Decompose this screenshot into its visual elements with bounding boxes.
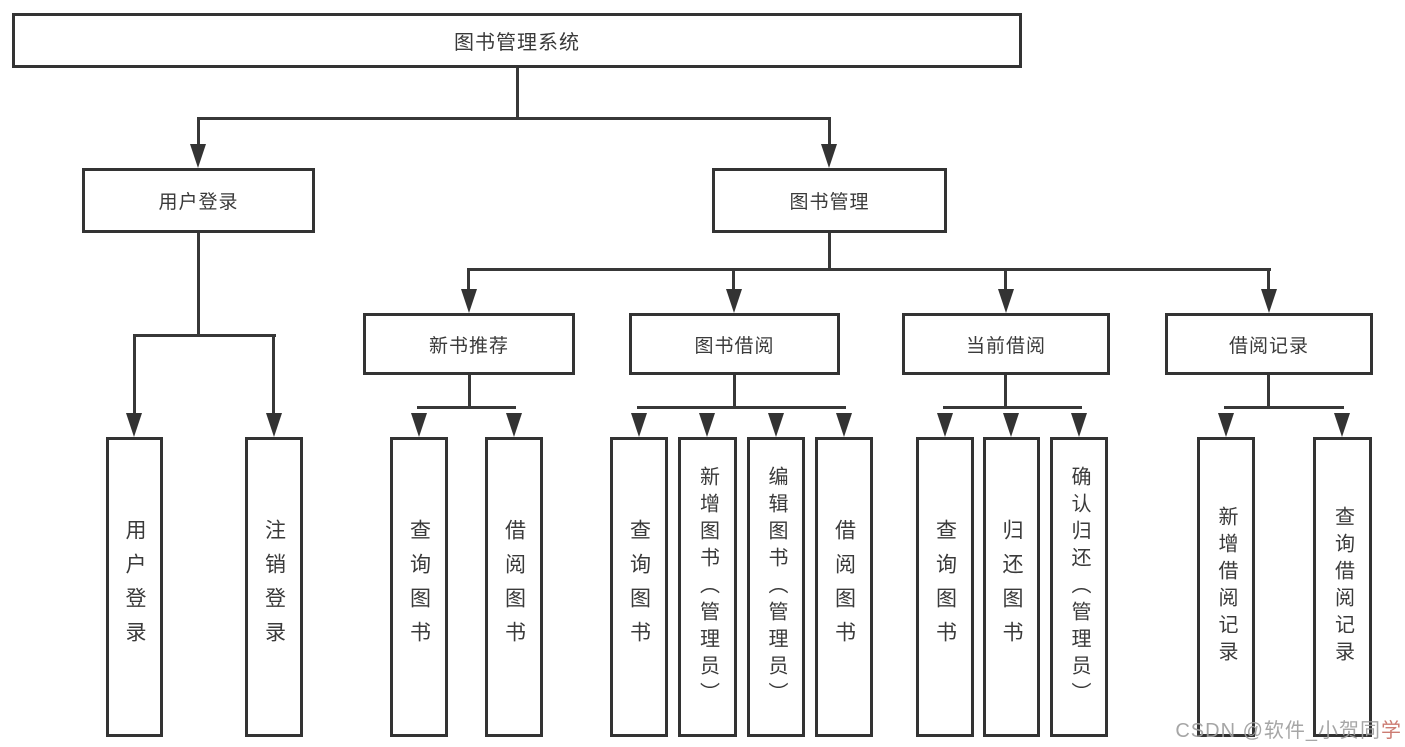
connector-line <box>468 375 471 409</box>
node-label: 用户登录 <box>123 519 146 655</box>
connector-line <box>732 268 735 292</box>
connector-line <box>417 406 516 409</box>
node-label: 借阅图书 <box>502 519 526 655</box>
node-logout-action: 注销登录 <box>245 437 303 737</box>
node-label: 归还图书 <box>1000 519 1023 655</box>
arrow-down-icon <box>1003 413 1019 437</box>
arrow-down-icon <box>726 289 742 313</box>
connector-line <box>467 268 470 292</box>
node-edit-books-admin: 编辑图书（管理员） <box>747 437 805 737</box>
connector-line <box>133 334 276 337</box>
arrow-down-icon <box>411 413 427 437</box>
arrow-down-icon <box>1261 289 1277 313</box>
node-label: 图书管理系统 <box>454 32 580 54</box>
node-label: 新书推荐 <box>428 335 509 357</box>
connector-line <box>1267 268 1270 292</box>
node-label: 新增借阅记录 <box>1215 506 1237 668</box>
connector-line <box>1004 375 1007 409</box>
node-search-books-borrow: 查询图书 <box>610 437 668 737</box>
node-label: 查询图书 <box>933 519 957 655</box>
arrow-down-icon <box>821 144 837 168</box>
connector-line <box>272 334 275 416</box>
arrow-down-icon <box>190 144 206 168</box>
connector-line <box>828 117 831 148</box>
connector-line <box>516 68 519 119</box>
watermark: CSDN @软件_小贺同学 <box>1175 714 1402 743</box>
node-confirm-return-admin: 确认归还（管理员） <box>1050 437 1108 737</box>
node-book-borrowing: 图书借阅 <box>629 313 840 375</box>
node-label: 编辑图书（管理员） <box>765 465 787 709</box>
arrow-down-icon <box>506 413 522 437</box>
connector-line <box>1004 268 1007 292</box>
node-add-borrow-record: 新增借阅记录 <box>1197 437 1255 737</box>
watermark-accent-text: 学 <box>1381 720 1402 742</box>
node-label: 查询图书 <box>407 519 431 655</box>
arrow-down-icon <box>266 413 282 437</box>
arrow-down-icon <box>836 413 852 437</box>
node-label: 借阅记录 <box>1228 335 1309 357</box>
node-borrow-books: 借阅图书 <box>815 437 873 737</box>
connector-line <box>197 233 200 337</box>
connector-line <box>467 268 1271 271</box>
connector-line <box>1224 406 1344 409</box>
node-label: 确认归还（管理员） <box>1068 465 1090 709</box>
connector-line <box>943 406 1082 409</box>
arrow-down-icon <box>1334 413 1350 437</box>
node-search-borrow-record: 查询借阅记录 <box>1313 437 1372 737</box>
node-label: 图书借阅 <box>694 335 775 357</box>
arrow-down-icon <box>937 413 953 437</box>
node-user-login-action: 用户登录 <box>106 437 163 737</box>
node-search-books-current: 查询图书 <box>916 437 974 737</box>
arrow-down-icon <box>998 289 1014 313</box>
arrow-down-icon <box>1218 413 1234 437</box>
node-current-borrowing: 当前借阅 <box>902 313 1110 375</box>
node-return-books: 归还图书 <box>983 437 1040 737</box>
arrow-down-icon <box>126 413 142 437</box>
watermark-text: CSDN @软件_小贺同 <box>1175 720 1381 742</box>
connector-line <box>197 117 200 148</box>
connector-line <box>133 334 136 416</box>
node-label: 查询借阅记录 <box>1331 506 1354 668</box>
node-book-management: 图书管理 <box>712 168 947 233</box>
arrow-down-icon <box>1071 413 1087 437</box>
arrow-down-icon <box>699 413 715 437</box>
arrow-down-icon <box>768 413 784 437</box>
connector-line <box>733 375 736 409</box>
arrow-down-icon <box>631 413 647 437</box>
node-search-books-recommend: 查询图书 <box>390 437 448 737</box>
node-add-books-admin: 新增图书（管理员） <box>678 437 737 737</box>
connector-line <box>1267 375 1270 409</box>
node-label: 注销登录 <box>262 519 286 655</box>
node-user-login: 用户登录 <box>82 168 315 233</box>
node-label: 查询图书 <box>627 519 651 655</box>
connector-line <box>828 233 831 271</box>
node-label: 借阅图书 <box>832 519 856 655</box>
node-new-book-recommendation: 新书推荐 <box>363 313 575 375</box>
arrow-down-icon <box>461 289 477 313</box>
node-label: 新增图书（管理员） <box>696 465 719 709</box>
connector-line <box>197 117 831 120</box>
node-label: 图书管理 <box>789 192 870 213</box>
node-borrowing-records: 借阅记录 <box>1165 313 1373 375</box>
node-library-management-system: 图书管理系统 <box>12 13 1022 68</box>
connector-line <box>637 406 846 409</box>
node-label: 当前借阅 <box>965 335 1046 357</box>
node-borrow-books-recommend: 借阅图书 <box>485 437 543 737</box>
node-label: 用户登录 <box>158 192 239 213</box>
